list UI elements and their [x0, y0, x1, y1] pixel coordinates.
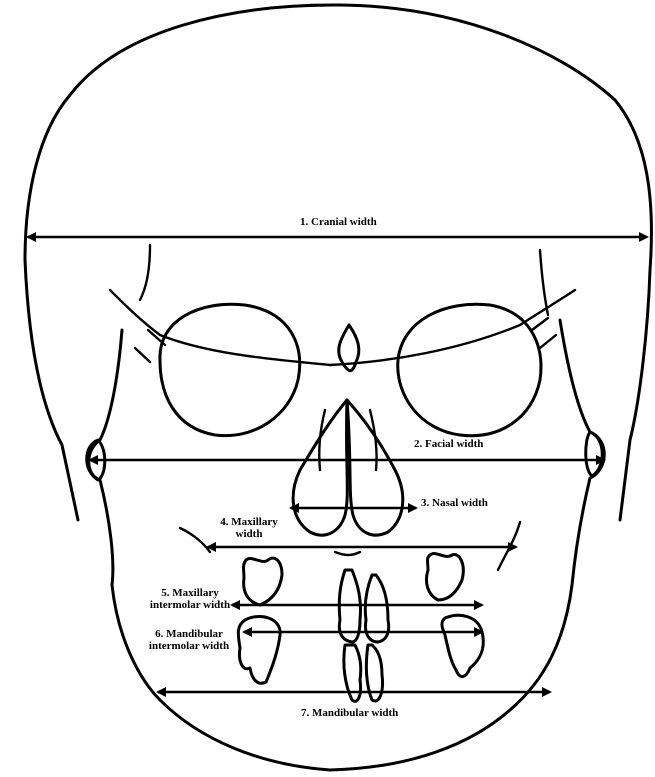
nasal-width-label: 3. Nasal width [421, 497, 488, 509]
mandibular-intermolar-label-line2: intermolar width [133, 640, 245, 652]
left-orbit [160, 304, 300, 435]
upper-left-molar [244, 558, 283, 605]
mandibular-intermolar-label-line1: 6. Mandibular [133, 628, 245, 640]
mandibular-width-label: 7. Mandibular width [301, 707, 398, 719]
mandible-outline [112, 585, 572, 770]
maxillary-width-label-line2: width [214, 528, 284, 540]
maxillary-intermolar-label-line2: intermolar width [135, 599, 245, 611]
right-ear [586, 432, 603, 476]
right-temporal-upper [540, 250, 548, 315]
maxillary-intermolar-width-label: 5. Maxillary intermolar width [135, 587, 245, 611]
maxillary-width-label: 4. Maxillary width [214, 516, 284, 540]
left-maxilla-curve [180, 528, 210, 552]
cranial-width-label: 1. Cranial width [300, 216, 377, 228]
mandibular-intermolar-width-label: 6. Mandibular intermolar width [133, 628, 245, 652]
right-zygoma-bar [532, 318, 556, 348]
left-temporal-line [110, 290, 575, 365]
upper-lip-line [335, 552, 360, 555]
left-temporal-upper [140, 245, 150, 300]
facial-width-label: 2. Facial width [414, 438, 483, 450]
cranium-outline [25, 5, 651, 520]
upper-right-molar [426, 554, 463, 600]
maxillary-width-label-line1: 4. Maxillary [214, 516, 284, 528]
maxillary-intermolar-label-line1: 5. Maxillary [135, 587, 245, 599]
lower-right-molar [442, 615, 483, 676]
nasal-cavity-right [347, 400, 403, 535]
right-cheek-outline [560, 320, 604, 585]
